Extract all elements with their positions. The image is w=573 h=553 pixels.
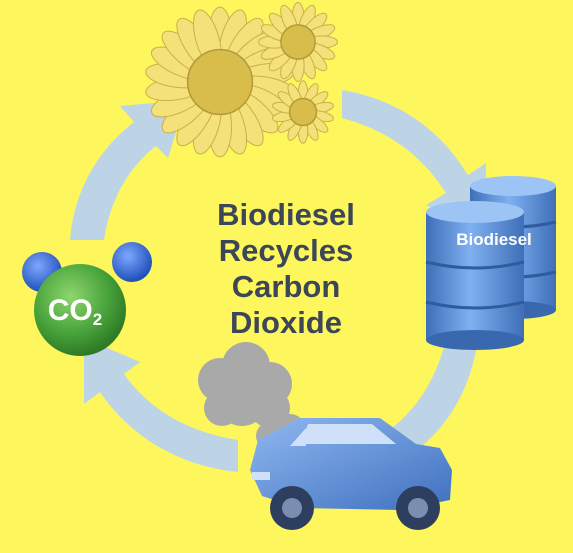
- car-icon: [250, 418, 452, 530]
- arrow-bottom-left: [84, 338, 238, 472]
- barrel-icon: [425, 176, 557, 350]
- co2-label-subscript: 2: [92, 310, 103, 329]
- arrow-top-left: [70, 100, 186, 240]
- center-title-line: Biodiesel: [217, 197, 355, 232]
- center-title-line: Carbon: [231, 269, 341, 304]
- arrow-top-right: [342, 90, 486, 232]
- exhaust-smoke-icon: [198, 342, 306, 450]
- barrel-label: Biodiesel: [456, 230, 532, 249]
- co2-label-main: CO: [47, 294, 93, 327]
- center-title-line: Dioxide: [230, 305, 342, 340]
- co2-label: CO2: [35, 294, 115, 330]
- sunflower-icon: [272, 80, 334, 144]
- co2-molecule-icon: [22, 242, 152, 356]
- center-title-line: Recycles: [218, 233, 354, 268]
- center-title: Biodiesel Recycles Carbon Dioxide: [196, 197, 376, 341]
- sunflower-icon: [257, 1, 339, 83]
